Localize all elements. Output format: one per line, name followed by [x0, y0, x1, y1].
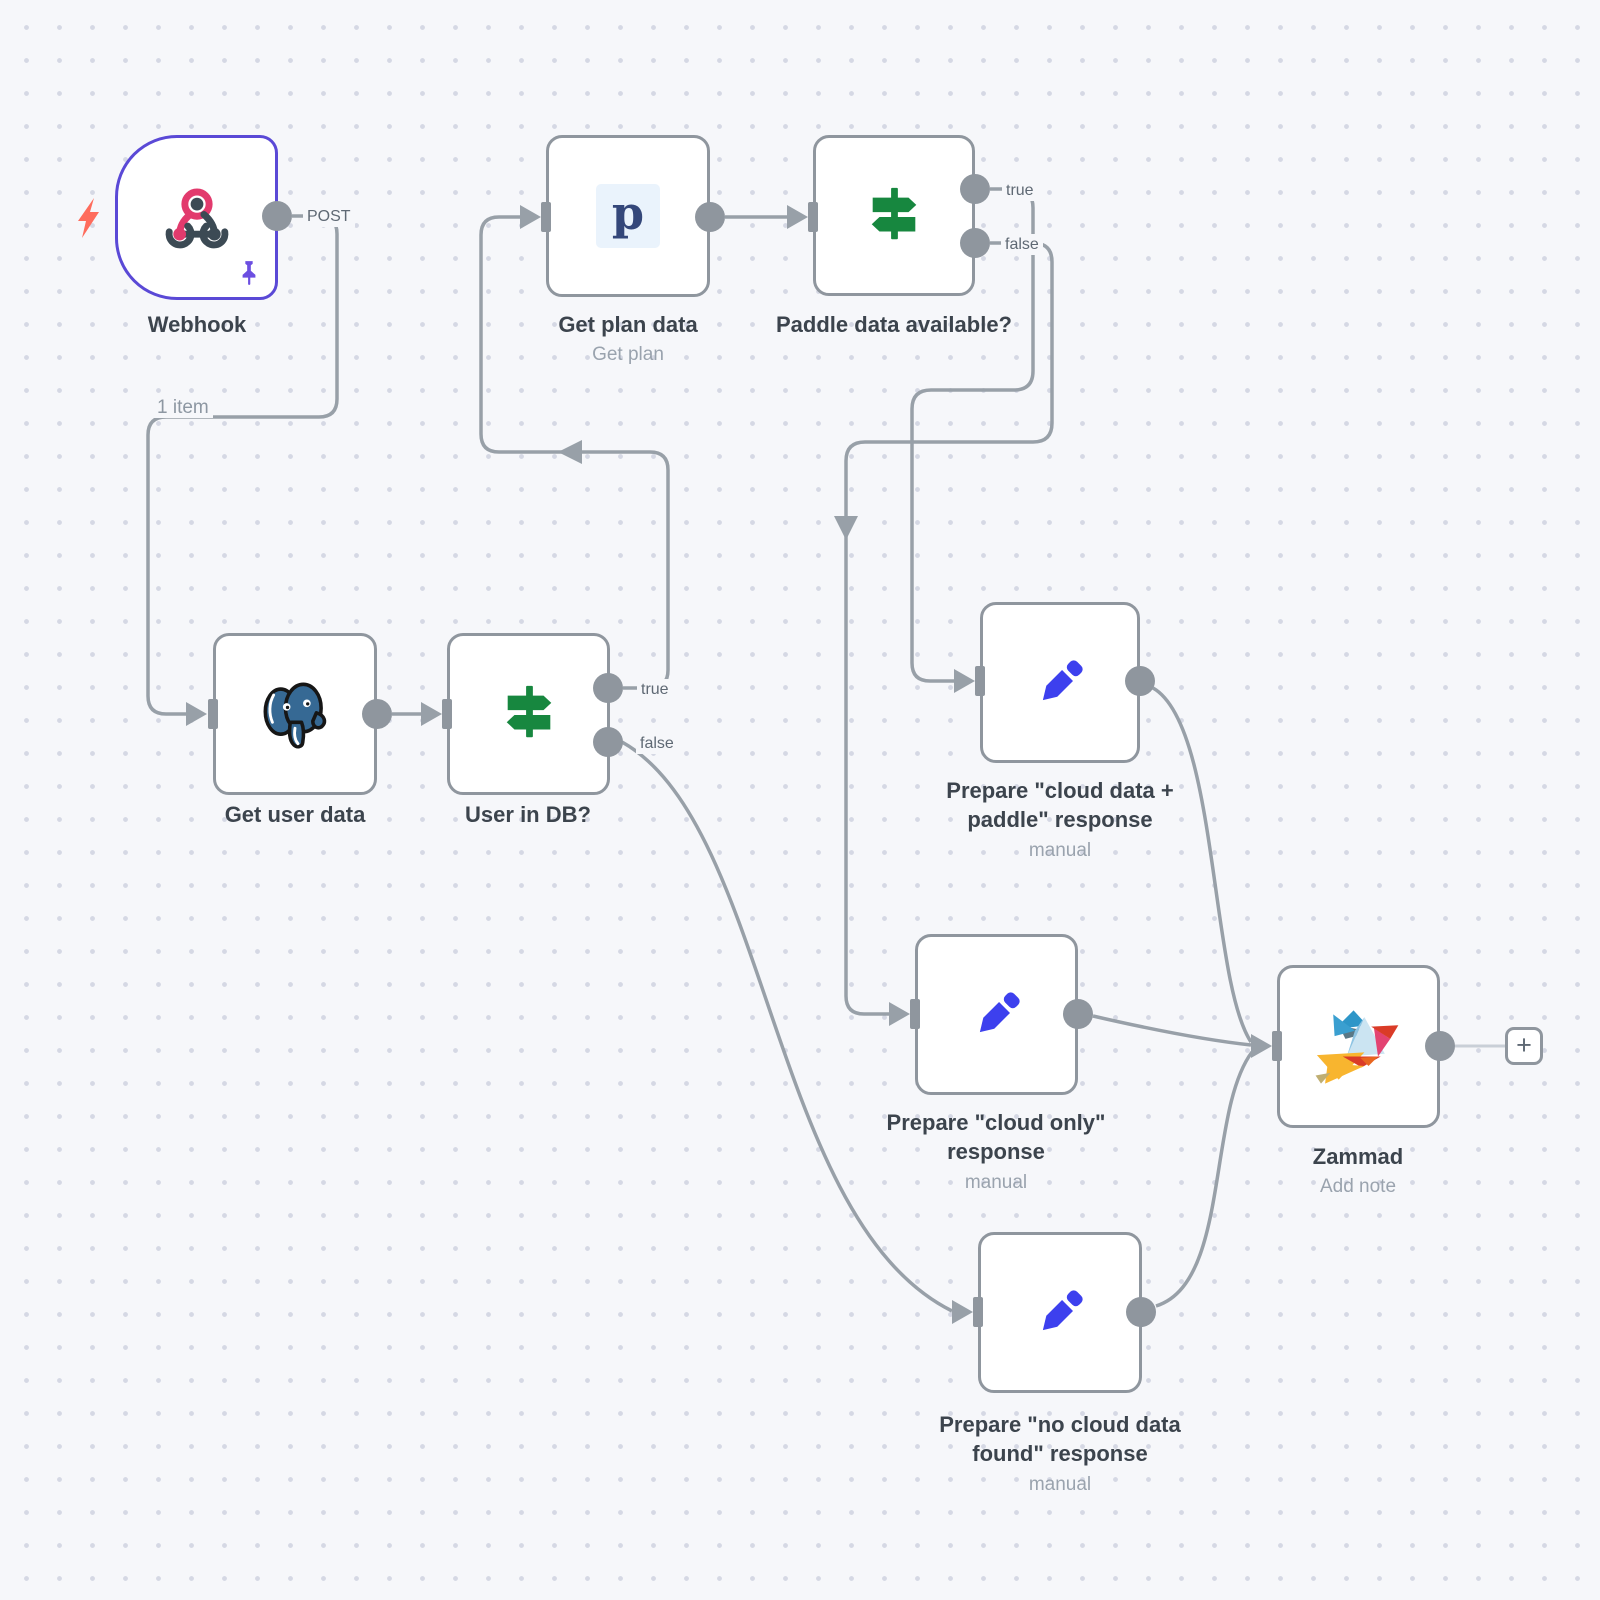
node-zammad[interactable] [1277, 965, 1440, 1128]
add-node-button[interactable]: + [1505, 1027, 1543, 1065]
node-subtitle: manual [1028, 839, 1092, 861]
webhook-icon [165, 188, 228, 248]
input-port-prepare-cloud-only[interactable] [910, 999, 920, 1029]
node-title: Webhook [147, 312, 247, 337]
output-port-prepare-no-cloud[interactable] [1126, 1297, 1156, 1327]
wire-prepare-no-cloud-to-zammad[interactable] [1155, 1050, 1254, 1308]
output-port-get-user-data[interactable] [362, 699, 392, 729]
postgresql-icon [263, 682, 327, 749]
user-in-db-output-label-false: false [636, 733, 678, 754]
pencil-icon [1042, 1289, 1083, 1330]
arrowhead [787, 205, 808, 229]
node-label-prepare-cloud-only-response: Prepare "cloud only" response manual [861, 1108, 1131, 1195]
node-subtitle: Add note [1319, 1176, 1397, 1198]
output-port-prepare-cloud-paddle[interactable] [1125, 666, 1155, 696]
node-prepare-no-cloud-response[interactable] [978, 1232, 1142, 1393]
node-label-webhook: Webhook [148, 310, 247, 339]
paddle-output-label-false: false [1001, 234, 1043, 255]
node-subtitle: manual [964, 1171, 1028, 1193]
pencil-icon [1042, 659, 1083, 700]
node-title: Prepare "no cloud data found" response [939, 1412, 1181, 1467]
input-port-prepare-cloud-paddle[interactable] [975, 666, 985, 696]
plus-icon: + [1516, 1030, 1532, 1060]
node-title: Get plan data [558, 312, 698, 337]
output-port-get-plan-data[interactable] [695, 202, 725, 232]
output-port-prepare-cloud-only[interactable] [1063, 999, 1093, 1029]
node-title: Prepare "cloud data + paddle" response [946, 778, 1174, 833]
node-label-prepare-cloud-paddle-response: Prepare "cloud data + paddle" response m… [910, 776, 1210, 863]
node-webhook[interactable] [78, 135, 278, 300]
node-label-prepare-no-cloud-response: Prepare "no cloud data found" response m… [905, 1410, 1215, 1497]
node-label-paddle-data-available: Paddle data available? [776, 310, 1012, 339]
wire-user-in-db-false-to-prepare-no-cloud[interactable] [621, 740, 953, 1313]
output-port-paddle-true[interactable] [960, 174, 990, 204]
zammad-icon [1315, 1009, 1398, 1084]
pencil-icon [979, 991, 1020, 1032]
wire-paddle-false-to-prepare-cloud-only[interactable] [844, 241, 1054, 1016]
node-get-user-data[interactable] [213, 633, 377, 795]
node-title: Paddle data available? [776, 312, 1012, 337]
input-port-paddle-available[interactable] [808, 202, 818, 232]
node-subtitle: manual [1028, 1473, 1092, 1495]
arrowhead [186, 702, 207, 726]
input-port-get-user-data[interactable] [208, 699, 218, 729]
node-prepare-cloud-paddle-response[interactable] [980, 602, 1140, 763]
node-get-plan-data[interactable]: p [546, 135, 710, 297]
wire-prepare-cloud-only-to-zammad[interactable] [1092, 1014, 1252, 1047]
arrowhead [954, 669, 975, 693]
node-label-zammad: Zammad Add note [1313, 1142, 1403, 1200]
input-port-user-in-db[interactable] [442, 699, 452, 729]
paddle-output-label-true: true [1002, 180, 1038, 201]
node-title: Get user data [224, 802, 366, 827]
trigger-bolt-icon [78, 198, 99, 238]
node-label-get-user-data: Get user data [225, 800, 366, 829]
signpost-icon [506, 685, 551, 738]
input-port-zammad[interactable] [1272, 1031, 1282, 1061]
node-subtitle: Get plan [592, 344, 664, 366]
node-title: Zammad [1312, 1144, 1404, 1169]
arrowhead [889, 1002, 910, 1026]
output-port-webhook[interactable] [262, 201, 292, 231]
output-port-zammad[interactable] [1425, 1031, 1455, 1061]
node-label-user-in-db: User in DB? [465, 800, 591, 829]
webhook-output-label: POST [303, 206, 355, 227]
output-port-paddle-false[interactable] [960, 228, 990, 258]
signpost-icon [871, 187, 917, 239]
node-user-in-db[interactable] [447, 633, 610, 795]
node-prepare-cloud-only-response[interactable] [915, 934, 1078, 1095]
input-port-prepare-no-cloud[interactable] [973, 1297, 983, 1327]
pinned-pin-icon [242, 261, 256, 285]
arrowhead [1251, 1034, 1272, 1058]
arrowhead [952, 1300, 973, 1324]
paddle-icon: p [596, 184, 660, 248]
output-port-user-in-db-false[interactable] [593, 727, 623, 757]
node-title: User in DB? [465, 802, 591, 827]
arrowhead [520, 205, 541, 229]
paddle-letter: p [611, 186, 645, 240]
user-in-db-output-label-true: true [637, 679, 673, 700]
node-label-get-plan-data: Get plan data Get plan [558, 310, 697, 368]
arrowhead [421, 702, 442, 726]
connection-items-label: 1 item [153, 397, 213, 418]
wire-prepare-cloud-paddle-to-zammad[interactable] [1152, 686, 1253, 1043]
input-port-get-plan-data[interactable] [541, 202, 551, 232]
node-title: Prepare "cloud only" response [886, 1110, 1106, 1165]
output-port-user-in-db-true[interactable] [593, 673, 623, 703]
node-paddle-data-available[interactable] [813, 135, 975, 296]
